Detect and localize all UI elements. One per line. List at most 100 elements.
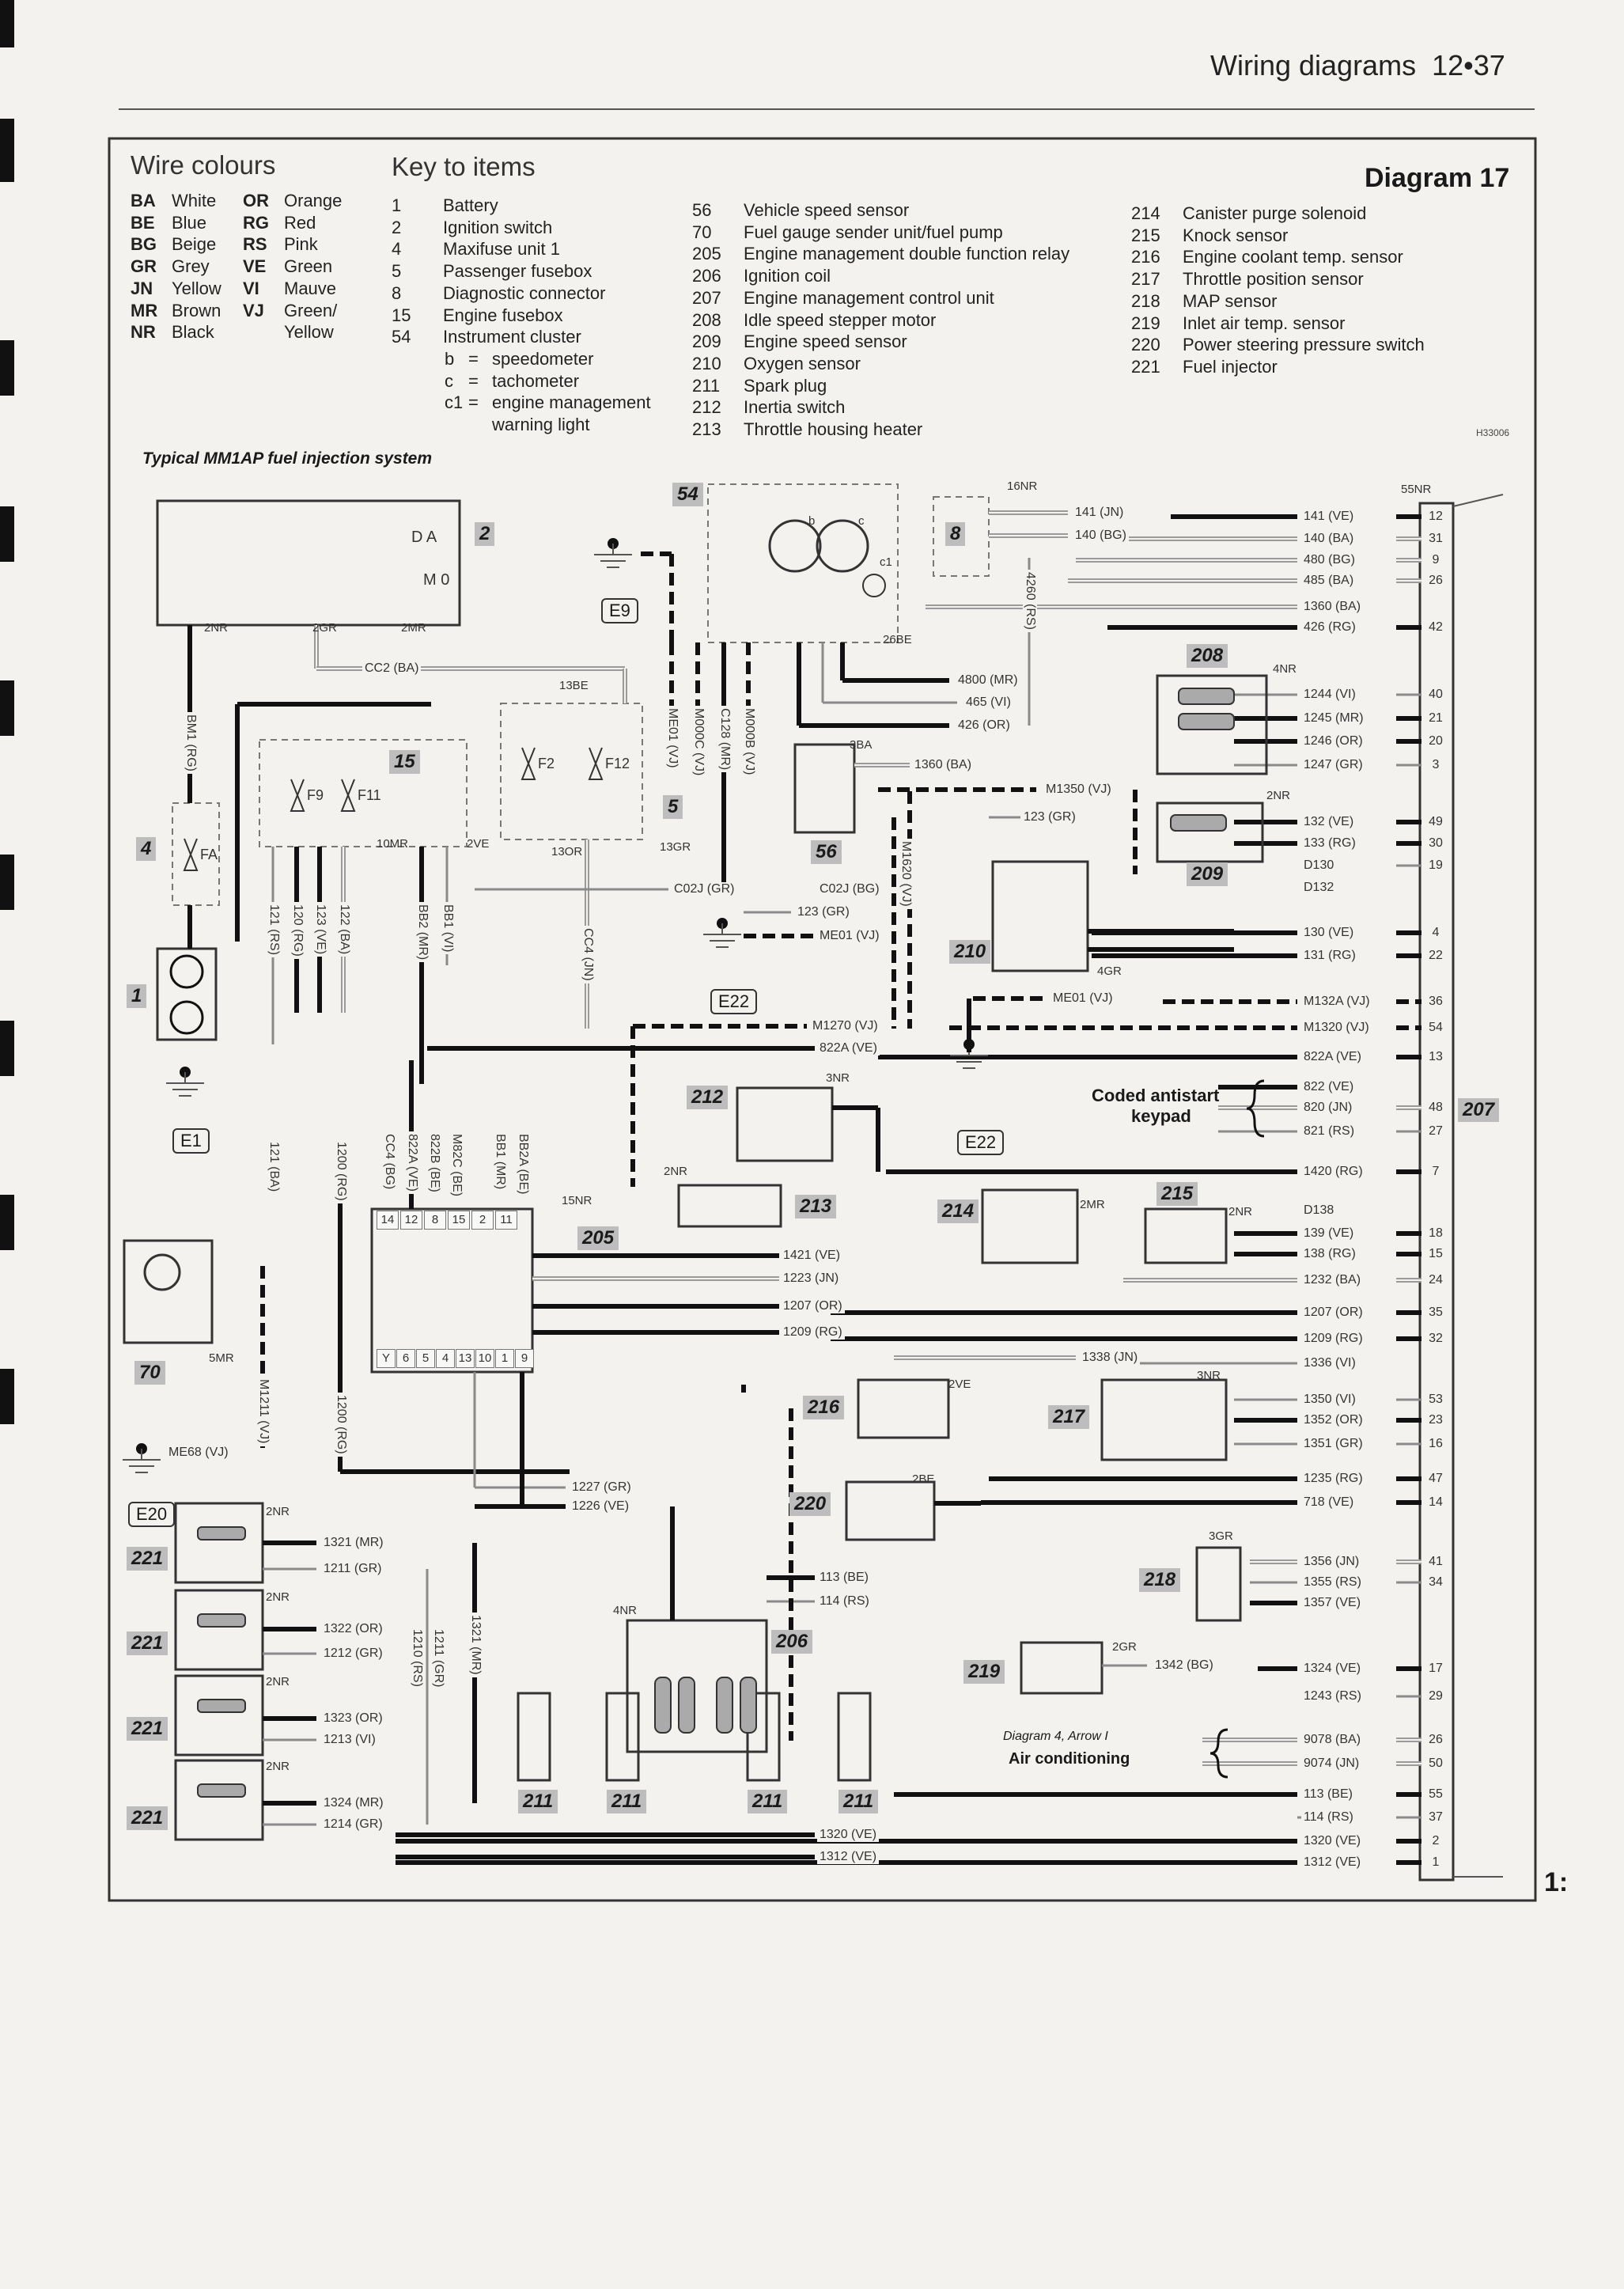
- connector-label: 26BE: [883, 633, 912, 646]
- cluster-part-label: b: [808, 514, 816, 528]
- speedometer-gauge-icon: [768, 519, 822, 573]
- component-4-outline: [172, 802, 220, 906]
- component-221-outline: [174, 1759, 264, 1841]
- connector-label: 3BA: [850, 738, 873, 752]
- connector-label: 2BE: [912, 1472, 935, 1486]
- component-label-1: 1: [127, 984, 147, 1008]
- connector-label: 15NR: [562, 1194, 592, 1207]
- component-label-206: 206: [771, 1630, 813, 1654]
- key-item-description: Engine fusebox: [443, 305, 563, 325]
- component-206-outline: [626, 1619, 768, 1753]
- page-header: Wiring diagrams 12•37: [1210, 49, 1505, 82]
- battery-negative-icon: [169, 1000, 204, 1035]
- component-label-221: 221: [127, 1717, 168, 1741]
- wire-colour-name: Yellow: [284, 322, 334, 343]
- ecu-pin: 16: [1429, 1437, 1443, 1450]
- ecu-pin: 31: [1429, 532, 1443, 545]
- component-221-outline: [174, 1589, 264, 1671]
- wire-label: ME01 (VJ): [665, 706, 680, 771]
- wire-label: 4260 (RS): [1023, 570, 1037, 632]
- ecu-pin: 26: [1429, 1733, 1443, 1746]
- wire-colour-code: BE: [131, 212, 155, 233]
- ecu-pin: 1: [1432, 1855, 1440, 1869]
- wire-colour-name: Mauve: [284, 278, 337, 298]
- component-209-outline: [1156, 802, 1264, 863]
- ecu-pin: 4: [1432, 926, 1440, 939]
- wire-label: 122 (BA): [337, 902, 351, 957]
- ecu-pin: 50: [1429, 1757, 1443, 1770]
- relay-pin-bottom: 10: [475, 1349, 494, 1368]
- coil-icon: [1170, 814, 1227, 832]
- component-218-outline: [1195, 1546, 1242, 1622]
- wire-label: 1213 (VI): [321, 1733, 378, 1747]
- brace: [1246, 1079, 1265, 1138]
- ecu-wire-label: 1244 (VI): [1301, 688, 1358, 702]
- key-item-description: Fuel injector: [1183, 356, 1278, 377]
- wire-label: 1210 (RS): [410, 1627, 424, 1689]
- key-item-description: Oxygen sensor: [744, 353, 861, 373]
- key-item-number: 15: [392, 305, 411, 325]
- fuse-icon: [588, 747, 604, 780]
- ecu-pin: 27: [1429, 1124, 1443, 1138]
- ecu-wire-label: 1336 (VI): [1301, 1356, 1358, 1370]
- connector-label: 2VE: [467, 837, 490, 851]
- ecu-wire-label: D138: [1301, 1203, 1337, 1218]
- ecu-wire-label: 1356 (JN): [1301, 1555, 1362, 1569]
- component-label-214: 214: [937, 1199, 979, 1223]
- ground-point-E22: E22: [710, 989, 758, 1014]
- wire-colour-code: RG: [243, 212, 269, 233]
- connector-label: 16NR: [1007, 479, 1038, 493]
- wire-label: 1338 (JN): [1080, 1351, 1141, 1365]
- fuse-label: F2: [538, 756, 555, 771]
- ecu-pin: 13: [1429, 1050, 1443, 1063]
- coil-winding-icon: [654, 1677, 672, 1734]
- ecu-wire-label: 1247 (GR): [1301, 758, 1365, 772]
- coil-icon: [1178, 713, 1235, 730]
- key-item-number: 213: [692, 419, 721, 439]
- relay-pin-bottom: Y: [377, 1349, 396, 1368]
- wire-label: M1350 (VJ): [1043, 783, 1114, 797]
- key-item-description: Canister purge solenoid: [1183, 203, 1367, 223]
- ecu-wire-label: 821 (RS): [1301, 1124, 1357, 1139]
- key-subitem-description: speedometer: [492, 349, 594, 369]
- key-item-description: Instrument cluster: [443, 327, 581, 347]
- ecu-wire-label: 139 (VE): [1301, 1226, 1357, 1241]
- relay-pin-top: 11: [495, 1211, 517, 1230]
- ecu-pin: 35: [1429, 1306, 1443, 1319]
- key-item-number: 70: [692, 222, 712, 242]
- ecu-pin: 20: [1429, 734, 1443, 748]
- ecu-pin: 22: [1429, 949, 1443, 962]
- connector-label: 4NR: [613, 1604, 638, 1617]
- component-label-220: 220: [789, 1492, 831, 1516]
- antistart-label: Coded antistart: [1092, 1086, 1220, 1105]
- wire-label: CC4 (JN): [581, 926, 595, 983]
- key-item-number: 220: [1131, 335, 1160, 355]
- wire-label: BM1 (RG): [184, 712, 198, 774]
- component-label-211: 211: [838, 1790, 879, 1813]
- connector-label: 2NR: [266, 1760, 290, 1773]
- ecu-wire-label: 1360 (BA): [1301, 600, 1364, 614]
- diagram-title: Diagram 17: [1365, 163, 1510, 193]
- wire-colours-title: Wire colours: [131, 150, 276, 180]
- margin-mark: 1:: [1544, 1867, 1569, 1897]
- wire-label: 1223 (JN): [781, 1271, 842, 1286]
- key-item-description: Diagnostic connector: [443, 282, 606, 303]
- component-label-70: 70: [134, 1361, 165, 1385]
- key-item-number: 54: [392, 327, 411, 347]
- wire-label: 822B (BE): [427, 1131, 441, 1195]
- ecu-pin: 17: [1429, 1662, 1443, 1675]
- wire-colour-code: VI: [243, 278, 259, 298]
- binder-mark: [0, 1195, 14, 1250]
- component-15-outline: [259, 739, 468, 847]
- relay-pin-top: 12: [400, 1211, 422, 1230]
- wire-label: BB2 (MR): [415, 902, 430, 963]
- wire-colour-name: Orange: [284, 191, 343, 210]
- component-5-outline: [500, 703, 643, 840]
- ecu-pin: 21: [1429, 711, 1443, 725]
- key-item-description: Engine speed sensor: [744, 332, 907, 352]
- wire-label: 123 (VE): [313, 902, 327, 957]
- ecu-wire-label: 1209 (RG): [1301, 1332, 1365, 1346]
- wire-colour-code: BA: [131, 191, 156, 210]
- ignition-position-label: D A: [411, 529, 437, 546]
- ecu-pin: 9: [1432, 553, 1440, 567]
